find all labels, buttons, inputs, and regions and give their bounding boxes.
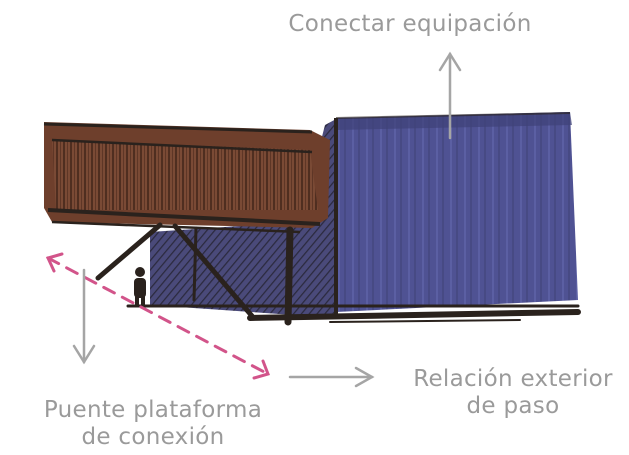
label-exterior-relation: Relación exterior de paso [388,366,629,420]
label-bridge-platform-line-2: de conexión [81,424,225,450]
ground-line [126,304,581,323]
arrow-down-icon [72,268,96,365]
label-exterior-relation-line-1: Relación exterior [413,366,613,392]
arrow-up-icon [438,51,462,140]
bridge-walkway [43,122,330,234]
blue-volume [334,112,578,314]
label-bridge-platform-line-1: Puente plataforma [43,397,263,423]
person-figure [134,267,146,306]
label-bridge-platform: Puente plataforma de conexión [8,397,298,451]
label-exterior-relation-line-2: de paso [466,393,560,419]
label-connect-equipment-text: Conectar equipación [288,11,532,37]
label-connect-equipment: Conectar equipación [250,11,570,38]
arrow-right-icon [288,366,375,388]
